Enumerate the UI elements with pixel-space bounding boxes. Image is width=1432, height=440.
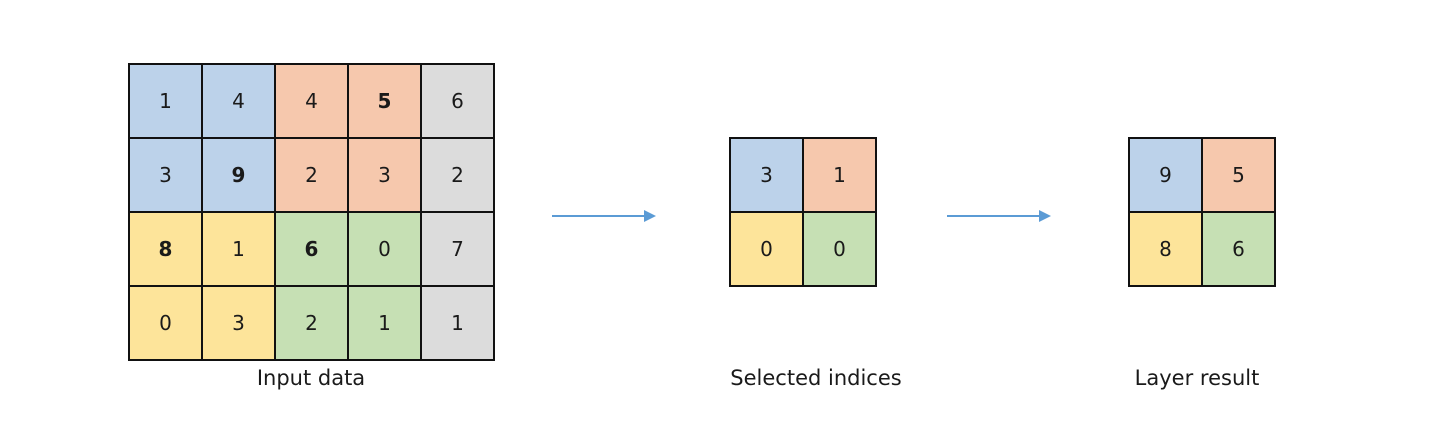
input-cell: 2 xyxy=(422,139,495,213)
input-cell: 3 xyxy=(130,139,203,213)
input-cell: 6 xyxy=(422,65,495,139)
arrow-icon xyxy=(552,210,656,222)
input-cell: 1 xyxy=(422,287,495,361)
result-cell: 9 xyxy=(1130,139,1203,213)
indices-cell: 3 xyxy=(731,139,804,213)
input-data-caption: Input data xyxy=(256,366,366,390)
selected-indices-caption: Selected indices xyxy=(730,366,902,390)
input-cell: 7 xyxy=(422,213,495,287)
input-cell: 9 xyxy=(203,139,276,213)
input-cell: 0 xyxy=(349,213,422,287)
input-cell: 2 xyxy=(276,139,349,213)
input-cell: 8 xyxy=(130,213,203,287)
input-cell: 5 xyxy=(349,65,422,139)
layer-result-caption: Layer result xyxy=(1134,366,1260,390)
indices-cell: 1 xyxy=(804,139,877,213)
input-cell: 0 xyxy=(130,287,203,361)
indices-cell: 0 xyxy=(731,213,804,287)
result-cell: 5 xyxy=(1203,139,1276,213)
input-cell: 4 xyxy=(203,65,276,139)
input-cell: 6 xyxy=(276,213,349,287)
input-cell: 1 xyxy=(130,65,203,139)
input-cell: 3 xyxy=(349,139,422,213)
input-cell: 4 xyxy=(276,65,349,139)
input-cell: 1 xyxy=(203,213,276,287)
indices-cell: 0 xyxy=(804,213,877,287)
input-cell: 3 xyxy=(203,287,276,361)
result-cell: 6 xyxy=(1203,213,1276,287)
result-cell: 8 xyxy=(1130,213,1203,287)
input-cell: 2 xyxy=(276,287,349,361)
arrow-icon xyxy=(947,210,1051,222)
input-cell: 1 xyxy=(349,287,422,361)
